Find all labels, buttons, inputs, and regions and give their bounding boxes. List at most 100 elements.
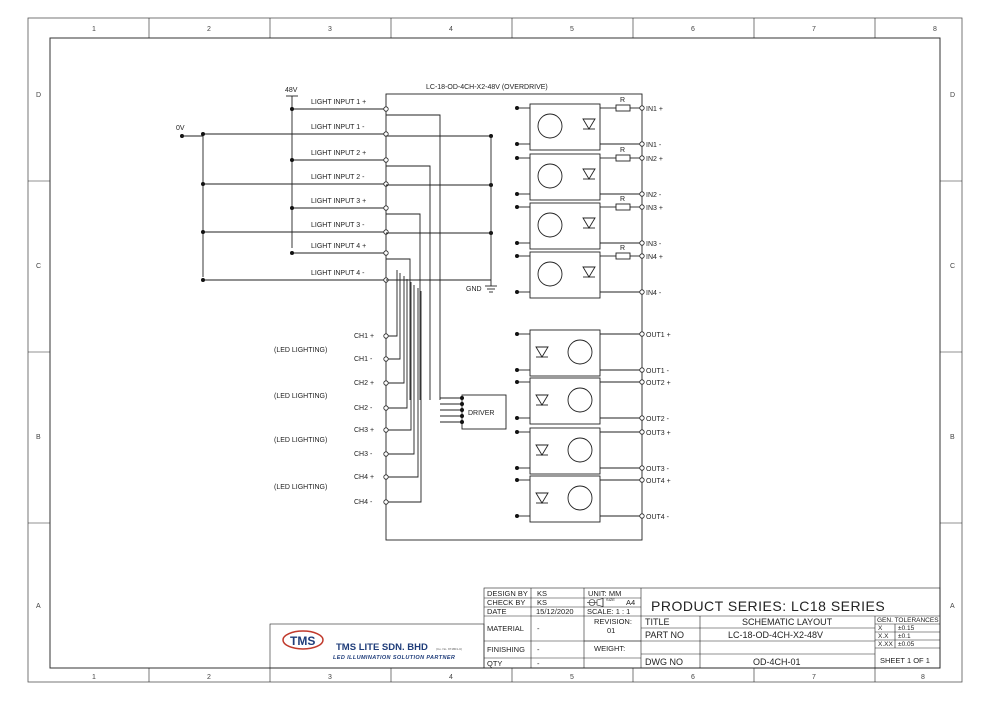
- material-label: MATERIAL: [487, 624, 524, 633]
- zone-row-c-right: C: [950, 263, 955, 270]
- tolerance-xx-value: ±0.1: [898, 633, 911, 640]
- zone-col-3: 3: [328, 26, 332, 33]
- light-input-terminal: [383, 250, 389, 256]
- driver-feed-wire: [386, 114, 441, 400]
- size-value: A4: [626, 598, 635, 607]
- title-block-grid: [269, 587, 941, 669]
- junction-dot: [515, 416, 519, 420]
- junction-dot: [515, 205, 519, 209]
- light-input-lines: LIGHT INPUT 1 + LIGHT INPUT 1 - LIGHT INPU…: [201, 99, 389, 283]
- junction-dot: [201, 230, 205, 234]
- light-input-label: LIGHT INPUT 2 -: [311, 174, 365, 181]
- resistor-icon: [615, 154, 631, 162]
- company-logo-text: TMS: [290, 634, 315, 648]
- size-label: SIZE: [606, 597, 615, 602]
- light-input-terminal: [383, 131, 389, 137]
- input-terminal-label: IN3 +: [646, 205, 663, 212]
- driver-label: DRIVER: [468, 410, 494, 417]
- junction-dot: [515, 332, 519, 336]
- input-terminal-label: IN4 +: [646, 254, 663, 261]
- light-input-label: LIGHT INPUT 1 -: [311, 124, 365, 131]
- light-input-label: LIGHT INPUT 4 -: [311, 270, 365, 277]
- led-diode-icon: [535, 492, 549, 504]
- sheet-frame: [27, 17, 963, 683]
- tolerances-label: GEN. TOLERANCES: [877, 617, 939, 624]
- led-diode-icon: [535, 394, 549, 406]
- tolerance-xx: X.X: [878, 633, 889, 640]
- channel-terminal: [383, 333, 389, 339]
- part-no-value: LC-18-OD-4CH-X2-48V: [728, 630, 823, 640]
- led-lighting-label-3: (LED LIGHTING): [274, 437, 327, 444]
- resistor-label: R: [620, 147, 625, 154]
- output-terminal-label: OUT4 -: [646, 514, 670, 521]
- date-value: 15/12/2020: [536, 607, 574, 616]
- channel-wire: [388, 270, 398, 337]
- light-input-label: LIGHT INPUT 3 -: [311, 222, 365, 229]
- dwg-no-value: OD-4CH-01: [753, 657, 801, 667]
- junction-dot: [201, 132, 205, 136]
- channel-wire: [388, 279, 408, 409]
- led-lighting-label-2: (LED LIGHTING): [274, 393, 327, 400]
- output-optocoupler-box: [529, 329, 601, 377]
- channel-terminal: [383, 499, 389, 505]
- channel-label: CH1 -: [354, 356, 373, 363]
- zone-col-5: 5: [570, 26, 574, 33]
- output-terminal: [639, 379, 645, 385]
- controller-box: [385, 93, 643, 541]
- sheet-number: SHEET 1 OF 1: [880, 656, 930, 665]
- input-terminal-label: IN4 -: [646, 290, 662, 297]
- output-terminal-label: OUT2 +: [646, 380, 671, 387]
- output-terminal-label: OUT1 +: [646, 332, 671, 339]
- channel-label: CH4 +: [354, 474, 374, 481]
- junction-dot: [290, 107, 294, 111]
- finishing-value: -: [537, 645, 540, 654]
- channel-terminal: [383, 474, 389, 480]
- light-input-label: LIGHT INPUT 4 +: [311, 243, 366, 250]
- junction-dot: [460, 396, 464, 400]
- channel-label: CH4 -: [354, 499, 373, 506]
- junction-dot: [515, 380, 519, 384]
- unit-label: UNIT: MM: [588, 589, 621, 598]
- output-terminal-label: OUT1 -: [646, 368, 670, 375]
- zone-col-5-bottom: 5: [570, 674, 574, 681]
- output-terminal: [639, 513, 645, 519]
- zone-dividers: [28, 18, 962, 682]
- input-terminal: [639, 240, 645, 246]
- junction-dot: [201, 182, 205, 186]
- zone-col-3-bottom: 3: [328, 674, 332, 681]
- zone-col-1-bottom: 1: [92, 674, 96, 681]
- led-lighting-label-1: (LED LIGHTING): [274, 347, 327, 354]
- channel-terminal: [383, 356, 389, 362]
- supply-48v-label: 48V: [285, 87, 298, 94]
- product-series: PRODUCT SERIES: LC18 SERIES: [651, 598, 885, 614]
- junction-dot: [515, 106, 519, 110]
- zone-row-d: D: [36, 92, 41, 99]
- junction-dot: [515, 466, 519, 470]
- design-by-value: KS: [537, 589, 547, 598]
- input-terminal: [639, 253, 645, 259]
- channel-label: CH3 +: [354, 427, 374, 434]
- output-optocoupler-box: [529, 475, 601, 523]
- tolerance-xxx-value: ±0.05: [898, 641, 915, 648]
- resistor-icon: [615, 203, 631, 211]
- qty-value: -: [537, 659, 540, 668]
- input-terminal: [639, 191, 645, 197]
- dwg-no-label: DWG NO: [645, 657, 683, 667]
- led-diode-icon: [582, 118, 596, 130]
- phototransistor-icon: [537, 261, 563, 287]
- phototransistor-icon: [567, 339, 593, 365]
- resistor-label: R: [620, 97, 625, 104]
- light-input-label: LIGHT INPUT 1 +: [311, 99, 366, 106]
- channel-wire: [388, 288, 419, 478]
- light-input-terminal: [383, 157, 389, 163]
- design-by-label: DESIGN BY: [487, 589, 528, 598]
- input-optocoupler-box: [529, 153, 601, 201]
- junction-dot: [515, 514, 519, 518]
- phototransistor-icon: [537, 113, 563, 139]
- output-terminal-label: OUT2 -: [646, 416, 670, 423]
- led-diode-icon: [535, 346, 549, 358]
- resistor-icon: [615, 252, 631, 260]
- zone-col-4-bottom: 4: [449, 674, 453, 681]
